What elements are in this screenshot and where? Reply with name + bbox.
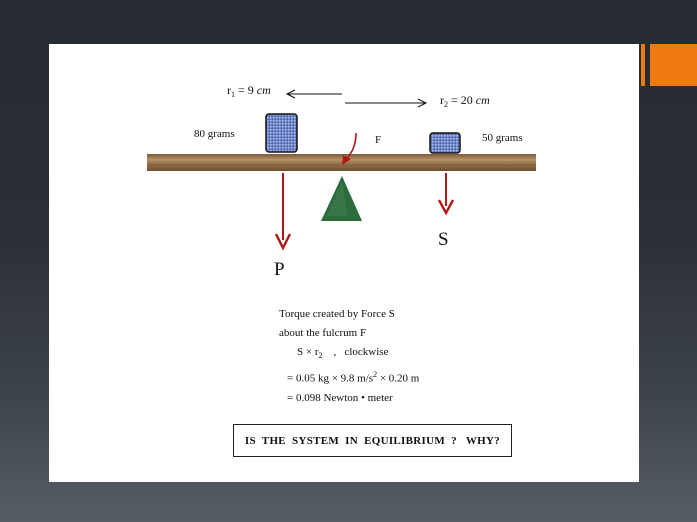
accent-bar-thick — [650, 44, 697, 86]
r2-arrow — [345, 98, 428, 108]
right-mass-label: 50 grams — [482, 132, 523, 144]
accent-bar-thin — [641, 44, 645, 86]
fulcrum-force-label: F — [375, 134, 381, 146]
r1-label: r1 = 9 cm — [227, 83, 271, 99]
torque-calculation: Torque created by Force S about the fulc… — [279, 305, 419, 408]
calc-line-2: about the fulcrum F — [279, 327, 367, 339]
force-p-label: P — [274, 259, 285, 280]
left-weight-block — [265, 113, 298, 153]
equilibrium-question-text: IS THE SYSTEM IN EQUILIBRIUM ? WHY? — [244, 434, 501, 447]
left-mass-label: 80 grams — [194, 128, 235, 140]
force-p-arrow — [274, 173, 292, 251]
equilibrium-question-box: IS THE SYSTEM IN EQUILIBRIUM ? WHY? — [233, 424, 512, 457]
calc-line-3: S × r2 , clockwise — [297, 346, 389, 361]
lever-beam — [147, 154, 536, 171]
calc-line-4: = 0.05 kg × 9.8 m/s2 × 0.20 m — [287, 370, 420, 385]
fulcrum-force-arrow — [342, 132, 357, 165]
calc-line-5: = 0.098 Newton • meter — [287, 391, 393, 404]
slide-canvas — [49, 44, 639, 482]
force-s-label: S — [438, 229, 449, 250]
calc-line-1: Torque created by Force S — [279, 308, 395, 320]
r1-arrow — [285, 89, 342, 99]
right-weight-block — [429, 132, 461, 154]
force-s-arrow — [437, 173, 455, 216]
r2-label: r2 = 20 cm — [440, 93, 490, 109]
